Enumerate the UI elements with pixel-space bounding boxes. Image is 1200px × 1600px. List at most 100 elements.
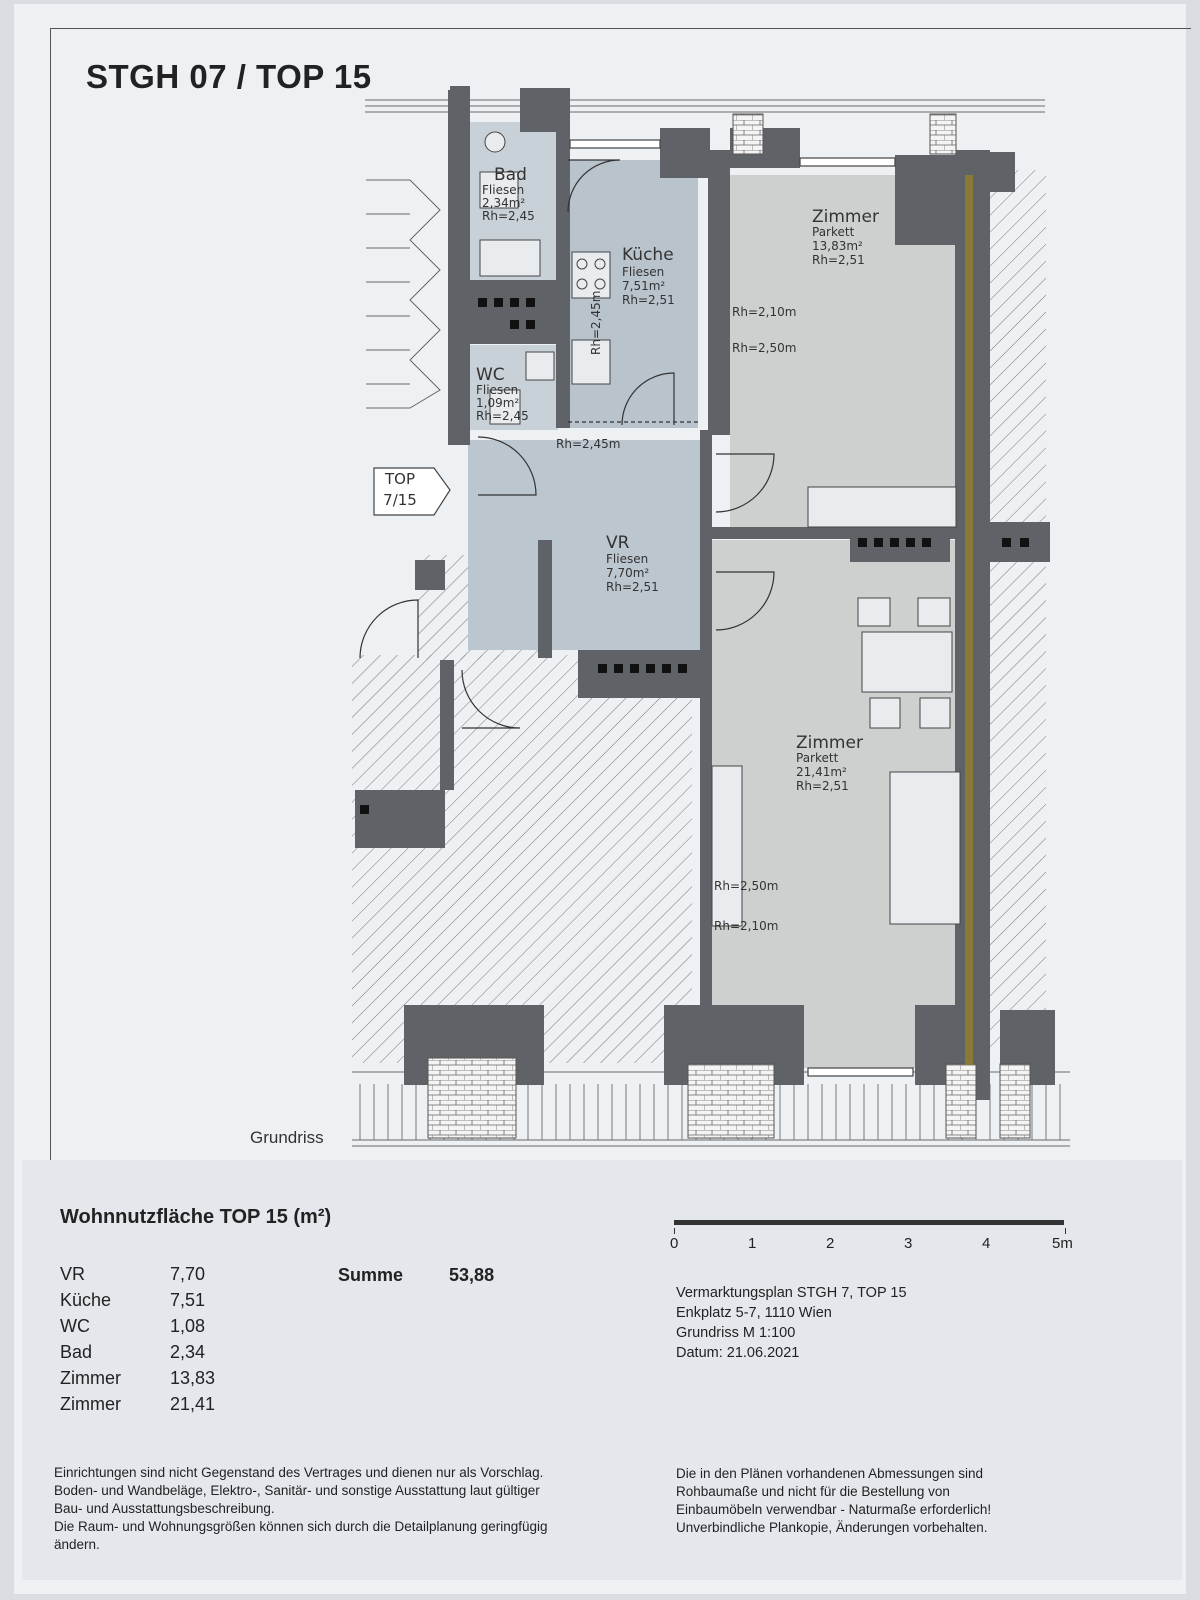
room-name: VR xyxy=(606,533,630,553)
brick-block-1 xyxy=(732,113,764,155)
disclaimer-left: Einrichtungen sind nicht Gegenstand des … xyxy=(54,1464,664,1554)
floor-plan: TOP 7/15 Bad Fliesen 2,34m² Rh=2,45 Küch… xyxy=(352,86,1070,1147)
scale-label: 5m xyxy=(1052,1235,1073,1252)
room-vr: VR Fliesen 7,70m² Rh=2,51 xyxy=(606,533,659,594)
room-floor: Parkett xyxy=(796,751,839,765)
note-line: ändern. xyxy=(54,1537,100,1552)
room-height: Rh=2,51 xyxy=(606,580,659,594)
vr-height-mark: Rh=2,45m xyxy=(556,437,620,451)
room-name: Zimmer xyxy=(812,207,879,227)
grundriss-label: Grundriss xyxy=(250,1128,324,1147)
room-height: Rh=2,45 xyxy=(482,209,535,223)
area-room-name: Zimmer xyxy=(60,1368,121,1388)
windows xyxy=(569,139,914,1077)
room-floor: Fliesen xyxy=(476,383,518,397)
area-row: Zimmer 21,41 xyxy=(60,1394,250,1420)
room-height: Rh=2,51 xyxy=(796,779,849,793)
note-line: Einrichtungen sind nicht Gegenstand des … xyxy=(54,1465,544,1480)
scale-label: 4 xyxy=(982,1235,991,1252)
scale-label: 1 xyxy=(748,1235,757,1252)
scale-bar: 0 1 2 3 4 5m xyxy=(670,1220,1074,1260)
meta-line: Enkplatz 5-7, 1110 Wien xyxy=(676,1305,832,1321)
staircase xyxy=(366,179,441,409)
area-sum-value: 53,88 xyxy=(449,1265,495,1285)
room-zimmer-2: Zimmer Parkett 21,41m² Rh=2,51 xyxy=(796,733,863,793)
doors xyxy=(359,159,775,729)
note-line: Bau- und Ausstattungsbeschreibung. xyxy=(54,1501,275,1516)
area-row: Küche 7,51 xyxy=(60,1290,250,1316)
scale-bar-ticks xyxy=(674,1228,1066,1234)
plan-frame xyxy=(50,28,1191,1574)
facade-line xyxy=(965,175,973,1065)
scale-label: 2 xyxy=(826,1235,835,1252)
room-floor: Fliesen xyxy=(606,552,648,566)
hatched-facade xyxy=(988,170,1046,1050)
note-line: Rohbaumaße und nicht für die Bestellung … xyxy=(676,1484,950,1499)
area-room-value: 21,41 xyxy=(170,1394,216,1414)
area-sum: Summe 53,88 xyxy=(338,1265,494,1286)
note-line: Unverbindliche Plankopie, Änderungen vor… xyxy=(676,1520,988,1535)
room-floor: Parkett xyxy=(812,225,855,239)
area-room-value: 13,83 xyxy=(170,1368,216,1388)
room-height: Rh=2,45 xyxy=(476,409,529,423)
area-room-value: 7,51 xyxy=(170,1290,206,1310)
vr-floor xyxy=(468,440,700,650)
note-line: Einbaumöbeln verwendbar - Naturmaße erfo… xyxy=(676,1502,992,1517)
brick-block-5 xyxy=(945,1063,977,1139)
area-table-title: Wohnnutzfläche TOP 15 (m²) xyxy=(60,1206,332,1228)
area-room-name: Küche xyxy=(60,1290,112,1310)
room-name: Küche xyxy=(622,245,674,265)
brick-block-6 xyxy=(999,1063,1031,1139)
room-area: 21,41m² xyxy=(796,765,847,779)
brick-block-2 xyxy=(929,113,957,155)
room-name: WC xyxy=(476,365,505,385)
area-room-value: 7,70 xyxy=(170,1264,206,1284)
note-line: Boden- und Wandbeläge, Elektro-, Sanitär… xyxy=(54,1483,540,1498)
room-kueche: Küche Fliesen 7,51m² Rh=2,51 xyxy=(622,245,675,307)
disclaimer-right: Die in den Plänen vorhandenen Abmessunge… xyxy=(676,1465,1086,1537)
room-area: 1,09m² xyxy=(476,396,519,410)
note-line: Die in den Plänen vorhandenen Abmessunge… xyxy=(676,1466,983,1481)
room-height: Rh=2,51 xyxy=(812,253,865,267)
scale-label: 0 xyxy=(670,1235,679,1252)
area-row: WC 1,08 xyxy=(60,1316,250,1342)
room-zimmer-1: Zimmer Parkett 13,83m² Rh=2,51 xyxy=(812,207,879,267)
fixtures xyxy=(479,131,961,927)
area-room-name: Zimmer xyxy=(60,1394,121,1414)
z1-height-mark-1: Rh=2,10m xyxy=(732,305,796,319)
area-room-name: WC xyxy=(60,1316,90,1336)
scale-bar-line xyxy=(674,1220,1064,1225)
meta-line: Vermarktungsplan STGH 7, TOP 15 xyxy=(676,1285,907,1301)
wall-ventilation-slots xyxy=(360,298,1029,814)
z2-height-mark-2: Rh=2,10m xyxy=(714,919,778,933)
plan-metadata: Vermarktungsplan STGH 7, TOP 15 Enkplatz… xyxy=(676,1283,907,1363)
scale-label: 3 xyxy=(904,1235,913,1252)
z1-height-mark-2: Rh=2,50m xyxy=(732,341,796,355)
entrance-tag-top: TOP xyxy=(384,470,415,488)
meta-line: Datum: 21.06.2021 xyxy=(676,1345,800,1361)
entrance-tag xyxy=(373,467,451,516)
room-wc: WC Fliesen 1,09m² Rh=2,45 xyxy=(476,365,529,423)
meta-line: Grundriss M 1:100 xyxy=(676,1325,796,1341)
room-floor: Fliesen xyxy=(622,265,664,279)
area-room-name: Bad xyxy=(60,1342,93,1362)
room-height: Rh=2,51 xyxy=(622,293,675,307)
area-room-value: 1,08 xyxy=(170,1316,206,1336)
room-name: Zimmer xyxy=(796,733,863,753)
area-room-value: 2,34 xyxy=(170,1342,206,1362)
hatched-area-2 xyxy=(352,655,692,1063)
note-line: Die Raum- und Wohnungsgrößen können sich… xyxy=(54,1519,548,1534)
brick-block-4 xyxy=(687,1063,775,1139)
room-name: Bad xyxy=(494,165,527,185)
top-railing xyxy=(365,99,1045,113)
room-bad: Bad Fliesen 2,34m² Rh=2,45 xyxy=(482,165,535,223)
room-floor: Fliesen xyxy=(482,183,524,197)
room-area: 13,83m² xyxy=(812,239,863,253)
room-area: 7,51m² xyxy=(622,279,665,293)
room-area: 2,34m² xyxy=(482,196,525,210)
entrance-tag-number: 7/15 xyxy=(383,491,417,509)
area-row: Bad 2,34 xyxy=(60,1342,250,1368)
plan-title: STGH 07 / TOP 15 xyxy=(86,58,372,95)
